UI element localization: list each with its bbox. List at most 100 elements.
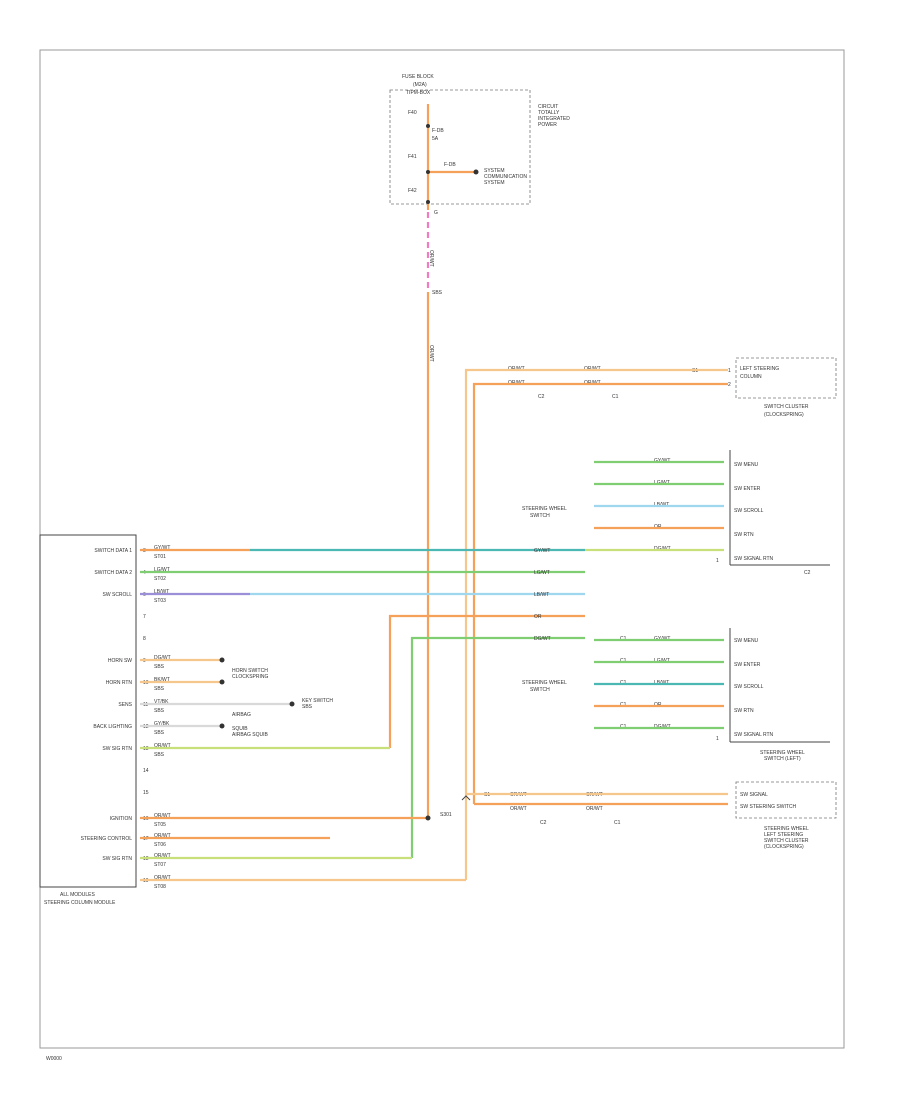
module-pin-note: SBS (154, 752, 165, 758)
bus-label: LG/WT (534, 570, 550, 576)
module-pin-wire: LB/WT (154, 589, 169, 595)
cruise-pin: SW ENTER (734, 662, 761, 668)
steering-module-top-label: LEFT STEERING (740, 366, 779, 372)
module-pin-note: ST07 (154, 862, 166, 868)
wheel-switch-title: STEERING WHEEL (522, 506, 567, 512)
bottom-wire: OR/WT (510, 806, 527, 812)
module-pin-wire: GY/WT (154, 545, 170, 551)
module-pin-note: ST01 (154, 554, 166, 560)
horn-switch-node (219, 657, 225, 663)
bus-label: DG/WT (534, 636, 551, 642)
wheel-switch-pin: SW SCROLL (734, 508, 764, 514)
module-pin-note: ST06 (154, 842, 166, 848)
module-pin-label: SWITCH DATA 1 (94, 548, 132, 554)
fuse-block-outline (389, 89, 531, 205)
wheel-switch-connector: C2 (804, 570, 811, 576)
module-pin-label: IGNITION (110, 816, 133, 822)
module-pin-label: BACK LIGHTING (93, 724, 132, 730)
cruise-switch-bracket (729, 628, 830, 743)
splice-label: SYSTEM (484, 180, 505, 186)
bus-rtn (388, 614, 585, 748)
wheel-switch-pin: SW SIGNAL RTN (734, 556, 774, 562)
bus-label: GY/WT (534, 548, 550, 554)
module-pin-label: HORN SW (108, 658, 132, 664)
module-pin-note: SBS (154, 664, 165, 670)
airbag-label: SQUIB (232, 726, 248, 732)
cruise-switch-title: STEERING WHEEL (522, 680, 567, 686)
module-pin-label: SWITCH DATA 2 (94, 570, 132, 576)
cruise-switch-title: SWITCH (530, 687, 550, 693)
airbag-node (219, 723, 225, 729)
bottom-conn: C1 (614, 820, 621, 826)
steering-module-top-label: COLUMN (740, 374, 762, 380)
fuse-pin-mid: F41 (408, 154, 417, 160)
module-pin-number: 14 (143, 768, 149, 774)
fuse-block: FUSE BLOCK (M2A) TIPM-BOX CIRCUIT TOTALL… (389, 74, 570, 362)
splice-s301: S301 (440, 812, 452, 818)
left-module: ALL MODULES STEERING COLUMN MODULE (39, 534, 137, 906)
bottom-module-label: SWITCH CLUSTER (764, 838, 809, 844)
cruise-connector: STEERING WHEEL (760, 750, 805, 756)
airbag-label: AIRBAG (232, 712, 251, 718)
module-pin-wire: BK/WT (154, 677, 170, 683)
key-switch-label: KEY SWITCH (302, 698, 333, 704)
module-pin-number: 15 (143, 790, 149, 796)
module-pin-wire: OR/WT (154, 853, 171, 859)
module-pin-note: SBS (154, 708, 165, 714)
wheel-switch-pin: SW RTN (734, 532, 754, 538)
cruise-switch-group: STEERING WHEEL SWITCH C1 C1 C1 C1 C1 GY/… (522, 628, 830, 762)
wheel-switch-title: SWITCH (530, 513, 550, 519)
bottom-arrow (461, 795, 471, 801)
left-module-box (39, 534, 137, 888)
horn-switch-node (219, 679, 225, 685)
module-pin-label: SW SIG RTN (102, 856, 132, 862)
cruise-connector: SWITCH (LEFT) (764, 756, 801, 762)
fuse-block-subtitle: (M2A) (413, 82, 427, 88)
module-pin-number: 7 (143, 614, 146, 620)
left-module-name: STEERING COLUMN MODULE (44, 900, 116, 906)
fuse-side-note: POWER (538, 122, 557, 128)
module-pin-note: ST02 (154, 576, 166, 582)
fuse-node (426, 124, 430, 128)
splice-node (425, 815, 431, 821)
fuse-side-note: INTEGRATED (538, 116, 570, 122)
module-pin-note: SBS (154, 686, 165, 692)
key-switch-label: SBS (302, 704, 313, 710)
steering-conn-a: C2 (538, 394, 545, 400)
bottom-module-label: LEFT STEERING (764, 832, 803, 838)
module-pin-note: ST05 (154, 822, 166, 828)
steering-module-top: LEFT STEERING COLUMN SWITCH CLUSTER (CLO… (508, 357, 837, 418)
fuse-node (426, 200, 430, 204)
cruise-pin: SW SCROLL (734, 684, 764, 690)
fuse-wire-label: F-DB (444, 162, 456, 168)
bottom-pin-a: SW SIGNAL (740, 792, 768, 798)
fuse-side-note: CIRCUIT (538, 104, 558, 110)
bus-label: OR (534, 614, 542, 620)
riser-wire-label: OR/WT (428, 250, 434, 267)
module-pin-label: HORN RTN (106, 680, 133, 686)
riser-note: SBS (432, 290, 443, 296)
bottom-wire: OR/WT (586, 806, 603, 812)
cruise-pin-no: 1 (716, 736, 719, 742)
bus-label: LB/WT (534, 592, 549, 598)
module-pin-note: SBS (154, 730, 165, 736)
module-pin-wire: VT/BK (154, 699, 169, 705)
fuse-block-title: FUSE BLOCK (402, 74, 434, 80)
fuse-amp: 5A (432, 136, 439, 142)
bottom-conn: C2 (540, 820, 547, 826)
steering-feed-wire (472, 382, 728, 804)
fuse-pin-bot: F42 (408, 188, 417, 194)
steering-module-top-label: (CLOCKSPRING) (764, 412, 804, 418)
bus-signal-rtn (410, 636, 585, 858)
steering-module-top-outline (735, 357, 837, 399)
module-pin-label: SENS (118, 702, 132, 708)
wheel-switch-pin: SW ENTER (734, 486, 761, 492)
cruise-pin: SW RTN (734, 708, 754, 714)
splice-label: COMMUNICATION (484, 174, 527, 180)
horn-switch-label: HORN SWITCH (232, 668, 268, 674)
airbag-label: AIRBAG SQUIB (232, 732, 269, 738)
steering-pin-a: 1 (728, 368, 731, 374)
module-pin-number: 8 (143, 636, 146, 642)
module-pin-label: SW SIG RTN (102, 746, 132, 752)
